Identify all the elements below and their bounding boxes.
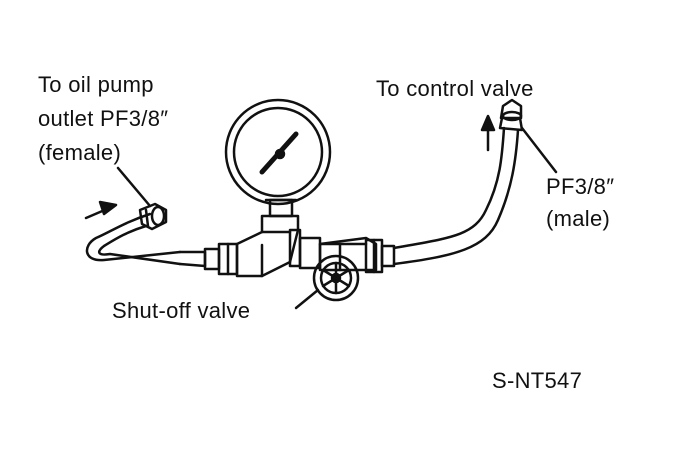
right-nut: [364, 238, 396, 274]
male-fitting-label-line2: (male): [546, 206, 611, 231]
oil-pump-leader: [116, 166, 152, 208]
figure-code: S-NT547: [492, 368, 583, 393]
shutoff-valve-label: Shut-off valve: [112, 298, 251, 323]
left-hose: [85, 212, 207, 268]
left-flow-arrow: [84, 200, 118, 220]
left-nut: [203, 242, 239, 276]
male-fitting: [498, 98, 524, 132]
pressure-gauge-icon: [224, 98, 332, 206]
oil-pump-label-line3: (female): [38, 140, 122, 165]
gauge-neck: [264, 198, 298, 218]
valve-body: [298, 236, 378, 272]
shutoff-valve-icon: [312, 254, 360, 302]
male-leader: [520, 126, 558, 174]
oil-pump-label-line1: To oil pump: [38, 72, 154, 97]
tee-block: [235, 214, 302, 278]
male-fitting-label-line1: PF3/8″: [546, 174, 615, 199]
up-flow-arrow: [480, 114, 496, 152]
control-valve-label: To control valve: [376, 76, 534, 101]
oil-pump-label-line2: outlet PF3/8″: [38, 106, 169, 131]
shutoff-leader: [294, 288, 320, 310]
female-fitting: [138, 202, 168, 231]
right-hose: [392, 126, 520, 266]
